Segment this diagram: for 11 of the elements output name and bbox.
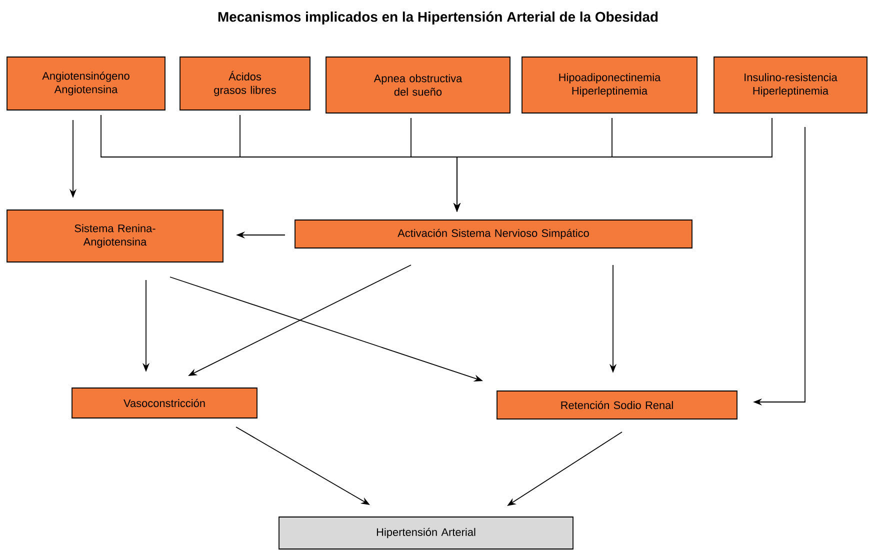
process-box: Retención Sodio Renal — [496, 390, 738, 420]
process-box: Apnea obstructiva del sueño — [326, 56, 510, 114]
process-box: Hipertensión Arterial — [278, 516, 574, 550]
process-box: Ácidos grasos libres — [180, 56, 310, 110]
process-box: Activación Sistema Nervioso Simpático — [294, 220, 692, 248]
process-box: Sistema Renina-Angiotensina — [6, 210, 224, 262]
process-box: Vasoconstricción — [72, 388, 258, 418]
process-box: Angiotensinógeno Angiotensina — [6, 56, 166, 110]
process-box: Hipoadiponectinemia Hiperleptinemia — [522, 56, 698, 114]
title: Mecanismos implicados en la Hipertensión Arterial de la Obesidad — [218, 11, 658, 25]
process-box: Insulino-resistencia Hiperleptinemia — [714, 56, 868, 114]
